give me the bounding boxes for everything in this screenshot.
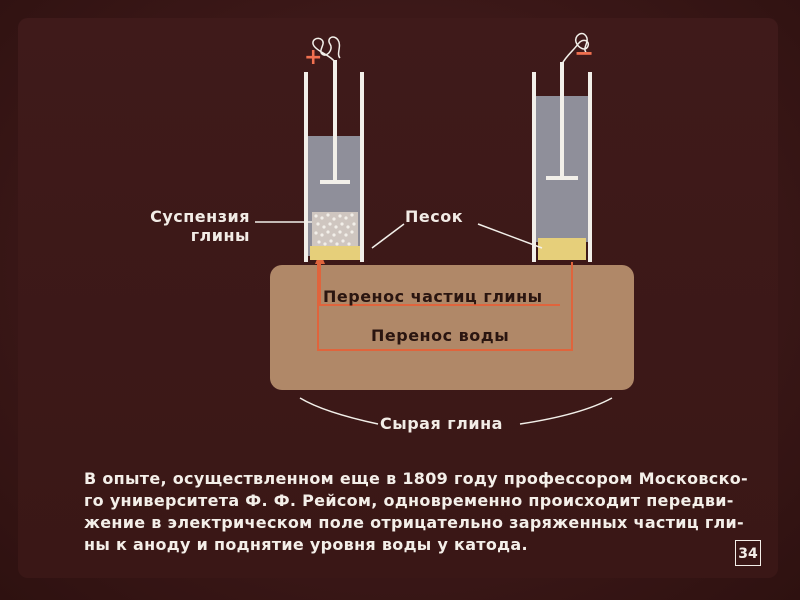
caption-line: жение в электрическом поле отрицательно … bbox=[84, 513, 744, 532]
cathode-sign: − bbox=[574, 39, 595, 67]
clay-transfer-label: Перенос частиц глины bbox=[323, 287, 543, 306]
leader-lines bbox=[255, 221, 613, 425]
sand-leader-right bbox=[477, 223, 543, 249]
sand-label: Песок bbox=[405, 207, 464, 226]
anode-sign: + bbox=[304, 45, 323, 70]
cathode-coil bbox=[561, 32, 590, 65]
clay-suspension-label: Суспензия глины bbox=[140, 207, 250, 245]
clay-transfer-arrow bbox=[319, 262, 560, 306]
cathode-tube bbox=[532, 62, 592, 262]
raw-clay-block bbox=[270, 265, 634, 390]
caption-line: го университета Ф. Ф. Рейсом, одновремен… bbox=[84, 491, 734, 510]
water-transfer-label: Перенос воды bbox=[371, 326, 510, 345]
raw-clay-leader-left bbox=[299, 397, 379, 425]
transfer-arrows bbox=[317, 262, 573, 351]
water-transfer-arrow bbox=[317, 262, 573, 351]
caption-line: В опыте, осуществленном еще в 1809 году … bbox=[84, 469, 748, 488]
raw-clay-label: Сырая глина bbox=[380, 414, 503, 433]
raw-clay-leader-right bbox=[519, 397, 613, 425]
anode-tube bbox=[304, 60, 364, 262]
caption-line: ны к аноду и поднятие уровня воды у като… bbox=[84, 535, 528, 554]
sand-leader-left bbox=[371, 223, 405, 249]
slide-caption: В опыте, осуществленном еще в 1809 году … bbox=[84, 468, 764, 556]
anode-coil bbox=[312, 36, 341, 63]
page-number: 34 bbox=[735, 540, 761, 566]
clay-suspension-label-line2: глины bbox=[190, 226, 250, 245]
clay-suspension-label-line1: Суспензия bbox=[150, 207, 250, 226]
